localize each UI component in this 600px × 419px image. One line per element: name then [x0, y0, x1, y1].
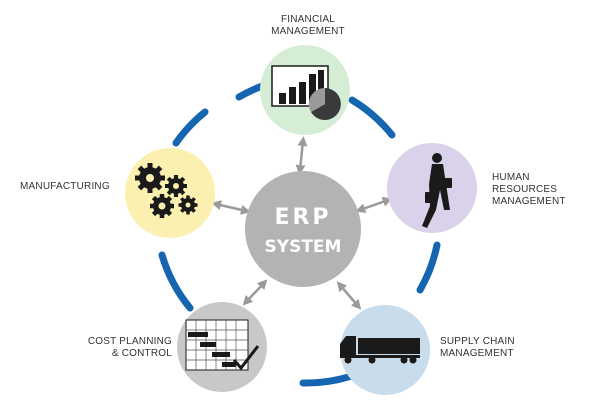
manufacturing-label: MANUFACTURING [20, 181, 120, 193]
erp-system-node: ERP SYSTEM [245, 171, 361, 287]
cost-planning-node [177, 302, 267, 392]
businesswoman-icon [422, 153, 452, 228]
arrow-supply [336, 281, 362, 310]
cost-planning-label: COST PLANNING & CONTROL [62, 336, 172, 360]
cost-planning-label-line2: & CONTROL [111, 348, 172, 359]
supply-chain-label-line2: MANAGEMENT [440, 348, 514, 359]
arrow-hr [355, 196, 393, 214]
cost-planning-label-line1: COST PLANNING [87, 336, 172, 347]
truck-icon [340, 336, 420, 364]
supply-chain-node [340, 305, 430, 395]
center-title: ERP [274, 205, 331, 230]
hr-node [387, 143, 477, 233]
connection-arrows [211, 136, 393, 310]
financial-node [260, 45, 350, 135]
gears-icon [135, 163, 198, 218]
hr-label: HUMAN RESOURCES MANAGEMENT [492, 172, 592, 208]
manufacturing-label-line1: MANUFACTURING [20, 181, 110, 192]
arrow-financial [295, 136, 308, 175]
center-subtitle: SYSTEM [265, 237, 342, 257]
financial-label-line1: FINANCIAL [280, 14, 336, 25]
supply-chain-label: SUPPLY CHAIN MANAGEMENT [440, 336, 540, 360]
arrow-manufacturing [211, 200, 251, 215]
supply-chain-label-line1: SUPPLY CHAIN [440, 336, 515, 347]
gantt-checkmark-icon [185, 319, 260, 371]
financial-label-line2: MANAGEMENT [271, 26, 345, 37]
hr-label-line3: MANAGEMENT [492, 196, 566, 207]
hr-label-line1: HUMAN [492, 172, 530, 183]
arrow-cost [242, 279, 268, 306]
hr-label-line2: RESOURCES [492, 184, 558, 195]
bar-pie-chart-icon [271, 65, 341, 120]
manufacturing-node [125, 148, 215, 238]
financial-label: FINANCIAL MANAGEMENT [268, 14, 348, 38]
